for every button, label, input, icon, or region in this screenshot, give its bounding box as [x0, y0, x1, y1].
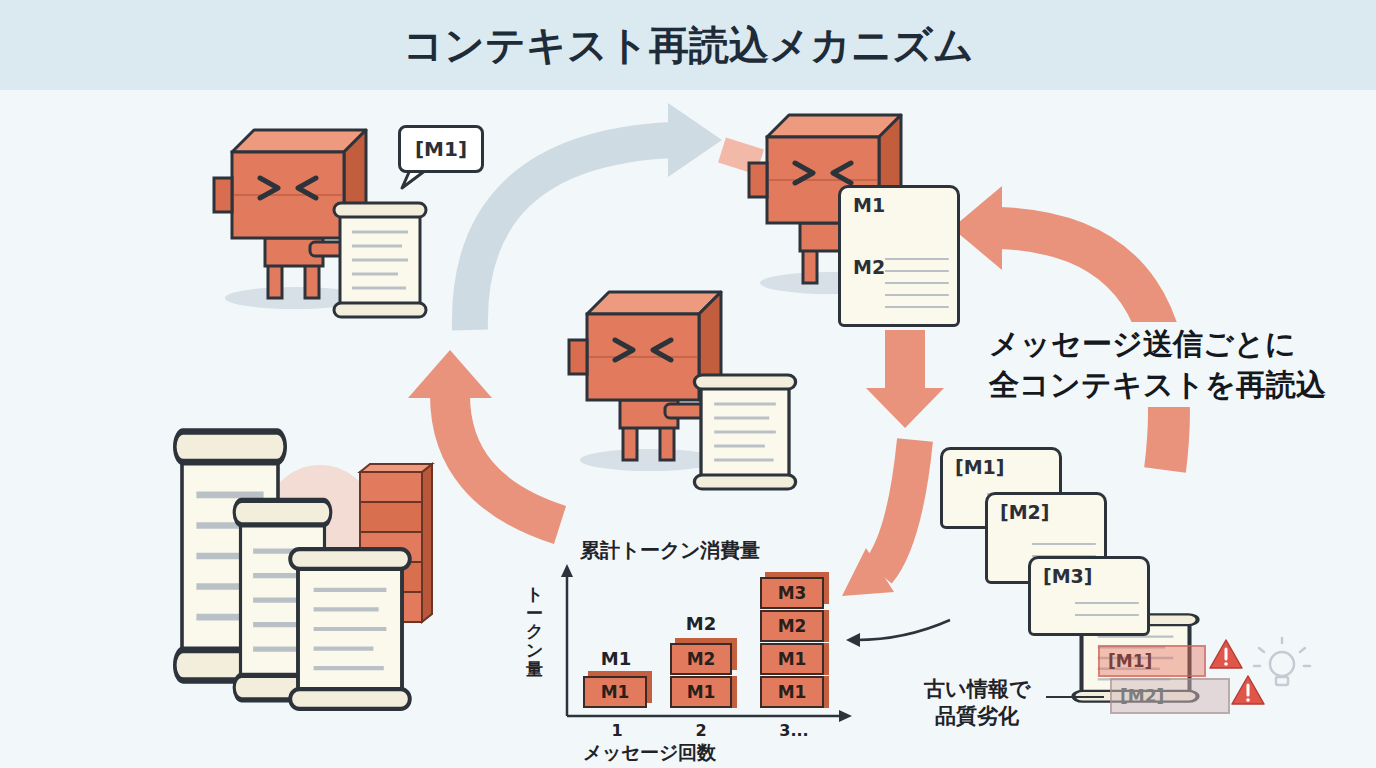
axis-title: トークン量	[526, 585, 543, 678]
y-axis	[566, 574, 569, 716]
arrow-head	[846, 633, 860, 647]
lightbulb	[1254, 638, 1310, 685]
node-text: [M1]	[1108, 651, 1152, 671]
node-text: [M1]	[955, 456, 1053, 478]
bar-label: M2	[683, 613, 719, 634]
node-text: [M2]	[1000, 501, 1098, 523]
label-box: 古い情報で 品質劣化	[912, 676, 1042, 731]
label-box: トークン量	[526, 585, 543, 678]
node-text: [M3]	[1043, 565, 1141, 587]
bar-label: M1	[598, 648, 634, 669]
cycle-arrow	[885, 330, 925, 392]
arrow-head	[839, 710, 852, 722]
context-scroll: M1M2	[838, 185, 960, 327]
scroll	[694, 375, 795, 489]
label-box: 2	[689, 721, 713, 740]
node-text: M1	[853, 194, 951, 216]
token-block: M2	[760, 610, 824, 642]
node-text: [M1]	[415, 137, 467, 161]
token-block: M1	[760, 676, 824, 708]
token-block: M3	[760, 577, 824, 609]
label-box: メッセージ送信ごとに 全コンテキストを再読込	[985, 322, 1357, 407]
message-scroll: [M3]	[1028, 556, 1150, 636]
label-box: M2	[683, 613, 719, 634]
node-text: M2	[778, 616, 807, 636]
node-text: M1	[778, 649, 807, 669]
tick-label: 3...	[772, 721, 816, 740]
node-text: M3	[778, 583, 807, 603]
warning-icon	[1210, 640, 1242, 668]
warning-icon	[1232, 676, 1264, 704]
label-box: 3...	[772, 721, 816, 740]
arrow-head	[866, 388, 944, 428]
arrow-head	[561, 564, 573, 577]
token-block: M1	[670, 676, 732, 708]
label-box: 1	[605, 721, 629, 740]
arrow-head	[842, 548, 894, 596]
axis-title: メッセージ回数	[583, 740, 716, 766]
tick-label: 1	[605, 721, 629, 740]
node-text: M1	[778, 682, 807, 702]
node-text: M1	[687, 682, 716, 702]
node-text: M2	[853, 256, 951, 278]
label-box: メッセージ回数	[583, 740, 716, 766]
scroll	[334, 203, 426, 317]
cycle-arrow	[878, 440, 915, 572]
cycle-arrow	[450, 395, 560, 525]
stale-message: [M2]	[1110, 678, 1230, 714]
arrow-head	[408, 350, 492, 398]
title-text: コンテキスト再読込メカニズム	[0, 0, 1376, 90]
mechanism-caption: メッセージ送信ごとに 全コンテキストを再読込	[985, 322, 1357, 407]
chart-title: 累計トークン消費量	[580, 537, 760, 564]
label-box: 累計トークン消費量	[580, 537, 760, 564]
arrow-head	[668, 103, 722, 177]
label-box: M1	[598, 648, 634, 669]
cycle-arrow	[722, 150, 760, 162]
pointer-arrow	[856, 620, 950, 640]
token-block: M1	[583, 676, 647, 708]
speech-bubble: [M1]	[398, 125, 484, 173]
leader-line	[1046, 696, 1104, 698]
token-block: M1	[760, 643, 824, 675]
node-text: [M2]	[1120, 686, 1164, 706]
stale-message: [M1]	[1098, 645, 1206, 677]
title-band: コンテキスト再読込メカニズム	[0, 0, 1376, 90]
node-text: M1	[601, 682, 630, 702]
x-axis	[567, 715, 842, 718]
scroll	[290, 549, 410, 709]
token-block: M2	[670, 643, 732, 675]
node-text: M2	[687, 649, 716, 669]
callout-note: 古い情報で 品質劣化	[912, 676, 1042, 731]
tick-label: 2	[689, 721, 713, 740]
